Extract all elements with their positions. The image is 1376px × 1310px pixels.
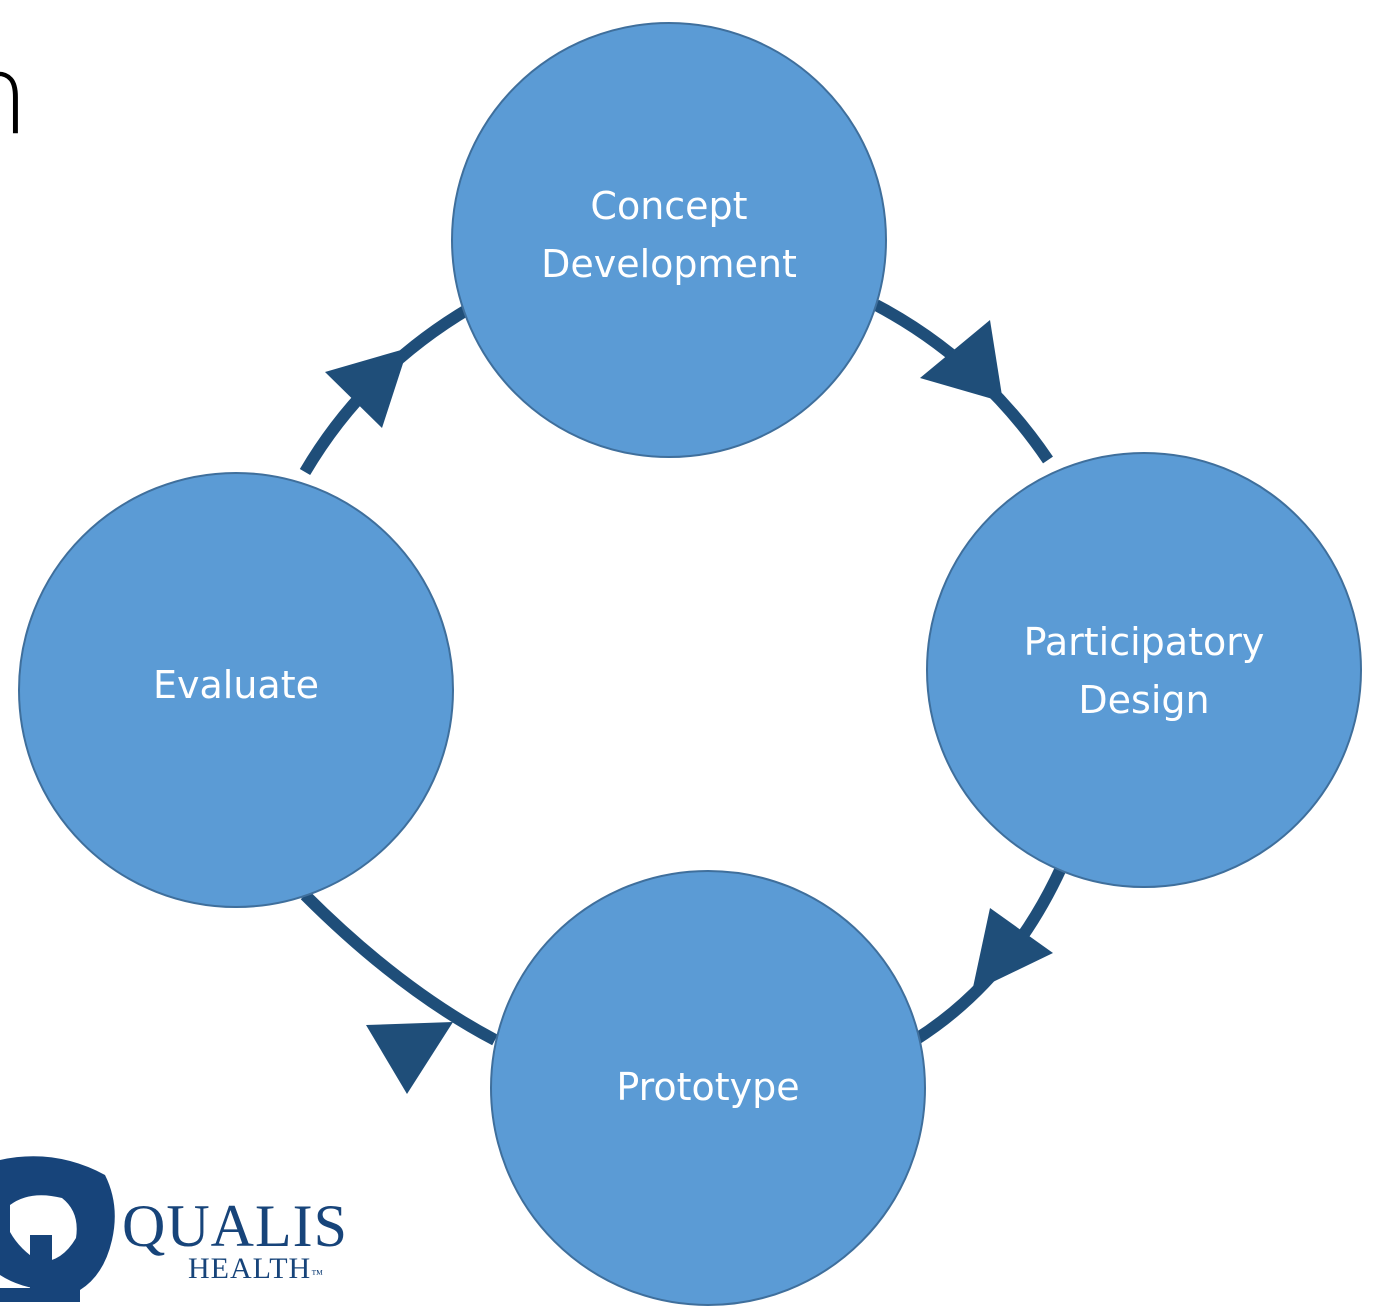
arrowhead-to-prototype xyxy=(972,908,1053,992)
page-title-fragment: n xyxy=(0,40,30,150)
node-concept-development xyxy=(451,22,887,458)
node-label-prototype: Prototype xyxy=(548,1058,868,1116)
arrowhead-to-evaluate xyxy=(366,1022,453,1094)
node-label-line: Design xyxy=(1078,678,1210,722)
node-label-participatory-design: Participatory Design xyxy=(984,613,1304,729)
node-label-evaluate: Evaluate xyxy=(76,656,396,714)
connector-prototype-to-evaluate xyxy=(300,890,498,1046)
nodes xyxy=(18,22,1362,1306)
trademark-symbol: ™ xyxy=(311,1267,324,1281)
node-label-concept-development: Concept Development xyxy=(509,177,829,293)
qualis-health-logo xyxy=(0,1156,115,1302)
logo-wordmark: QUALIS xyxy=(122,1193,348,1259)
node-label-line: Prototype xyxy=(616,1065,800,1109)
logo-subtext: HEALTH™ xyxy=(188,1252,324,1285)
node-evaluate xyxy=(18,472,454,908)
arrowhead-to-participatory xyxy=(920,320,1003,402)
node-label-line: Development xyxy=(541,242,797,286)
node-label-line: Participatory xyxy=(1023,620,1265,664)
logo-q-mark-icon xyxy=(0,1156,115,1302)
node-prototype xyxy=(490,870,926,1306)
arrowhead-to-concept xyxy=(325,348,408,428)
node-participatory-design xyxy=(926,452,1362,888)
node-label-line: Evaluate xyxy=(153,663,319,707)
node-label-line: Concept xyxy=(590,184,748,228)
